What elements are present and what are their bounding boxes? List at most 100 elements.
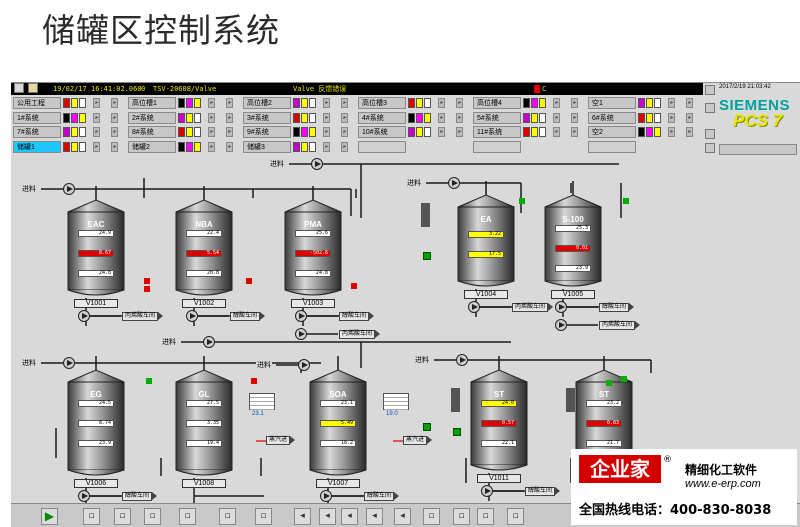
- tank-value[interactable]: 18.2: [320, 440, 356, 447]
- tank-value[interactable]: 19.4: [186, 440, 222, 447]
- area-scroll-icon[interactable]: ▸: [208, 98, 215, 108]
- tank-value[interactable]: 24.9: [78, 230, 114, 237]
- area-label[interactable]: 储罐2: [128, 140, 176, 153]
- area-scroll-icon[interactable]: ▸: [93, 98, 100, 108]
- transfer-pump[interactable]: [78, 310, 90, 322]
- area-scroll-icon[interactable]: ▸: [226, 127, 233, 137]
- area-scroll-icon[interactable]: ▸: [456, 112, 463, 123]
- area-scroll-icon[interactable]: ▸: [208, 141, 215, 152]
- tank-value[interactable]: 23.2: [586, 400, 622, 407]
- toolbar-button[interactable]: ▫: [144, 508, 161, 525]
- area-scroll-icon[interactable]: ▸: [208, 127, 215, 137]
- tank-value[interactable]: 8.67: [78, 250, 114, 257]
- tank-value[interactable]: 5.54: [186, 250, 222, 257]
- area-scroll-icon[interactable]: ▸: [111, 98, 118, 108]
- area-scroll-icon[interactable]: ▸: [93, 112, 100, 123]
- tank-value[interactable]: 22.1: [481, 440, 517, 447]
- toolbar-button[interactable]: ▶: [41, 508, 58, 525]
- area-scroll-icon[interactable]: ▸: [686, 127, 693, 137]
- tank-value[interactable]: 20.8: [186, 270, 222, 277]
- toolbar-button[interactable]: ◂: [294, 508, 311, 525]
- tank-value[interactable]: 25.3: [555, 225, 591, 232]
- area-button[interactable]: 3#系统▸▸: [243, 111, 356, 125]
- alarm-list-icon[interactable]: [28, 83, 38, 93]
- transfer-pump[interactable]: [186, 310, 198, 322]
- area-button[interactable]: 储罐3▸▸: [243, 140, 356, 154]
- area-button[interactable]: 4#系统▸▸: [358, 111, 471, 125]
- area-scroll-icon[interactable]: ▸: [323, 141, 330, 152]
- area-scroll-icon[interactable]: ▸: [571, 98, 578, 108]
- area-scroll-icon[interactable]: ▸: [323, 112, 330, 123]
- area-label[interactable]: 2#系统: [128, 111, 176, 124]
- area-scroll-icon[interactable]: ▸: [341, 127, 348, 137]
- area-label[interactable]: 储罐1: [13, 140, 61, 153]
- area-scroll-icon[interactable]: ▸: [456, 98, 463, 108]
- print-icon[interactable]: [705, 85, 715, 95]
- toolbar-button[interactable]: ◂: [341, 508, 358, 525]
- tank-value[interactable]: 8.74: [78, 420, 114, 427]
- area-scroll-icon[interactable]: ▸: [226, 141, 233, 152]
- area-button[interactable]: 储罐1▸▸: [13, 140, 126, 154]
- area-label[interactable]: 11#系统: [473, 126, 521, 138]
- area-label[interactable]: 1#系统: [13, 111, 61, 124]
- alarm-line[interactable]: 19/02/17 16:41:02.060 0 TSV-20608/Valve …: [11, 83, 703, 95]
- area-button[interactable]: 5#系统▸▸: [473, 111, 586, 125]
- tank-value[interactable]: 21.7: [586, 440, 622, 447]
- toolbar-button[interactable]: ▫: [477, 508, 494, 525]
- transfer-pump[interactable]: [295, 310, 307, 322]
- area-button[interactable]: 10#系统 ▸ ▸: [358, 126, 471, 139]
- transfer-pump[interactable]: [320, 490, 332, 502]
- tank-value[interactable]: 22.4: [186, 230, 222, 237]
- area-scroll-icon[interactable]: ▸: [668, 112, 675, 123]
- area-scroll-icon[interactable]: ▸: [668, 127, 675, 137]
- toolbar-button[interactable]: ▫: [507, 508, 524, 525]
- area-button[interactable]: 9#系统▸▸: [243, 126, 356, 139]
- tank-value[interactable]: 0.57: [481, 420, 517, 427]
- help-icon[interactable]: [705, 103, 715, 113]
- area-label[interactable]: 6#系统: [588, 111, 636, 124]
- tank-value[interactable]: 0.83: [586, 420, 622, 427]
- feed-pump[interactable]: [448, 177, 460, 189]
- tank-value[interactable]: 24.8: [295, 270, 331, 277]
- feed-pump[interactable]: [63, 183, 75, 195]
- area-label[interactable]: 8#系统: [128, 126, 176, 138]
- area-scroll-icon[interactable]: ▸: [553, 112, 560, 123]
- area-scroll-icon[interactable]: ▸: [341, 112, 348, 123]
- tank-value[interactable]: 5.49: [320, 420, 356, 427]
- area-scroll-icon[interactable]: ▸: [686, 112, 693, 123]
- toolbar-button[interactable]: ◂: [366, 508, 383, 525]
- area-scroll-icon[interactable]: ▸: [111, 112, 118, 123]
- tank-value[interactable]: 3.35: [186, 420, 222, 427]
- area-label[interactable]: 空1: [588, 97, 636, 109]
- toolbar-button[interactable]: ▫: [179, 508, 196, 525]
- area-label[interactable]: 高位槽4: [473, 97, 521, 109]
- toolbar-button[interactable]: ▫: [423, 508, 440, 525]
- area-scroll-icon[interactable]: ▸: [438, 98, 445, 108]
- area-scroll-icon[interactable]: ▸: [341, 98, 348, 108]
- area-label[interactable]: 10#系统: [358, 126, 406, 138]
- area-scroll-icon[interactable]: ▸: [226, 112, 233, 123]
- transfer-pump[interactable]: [295, 328, 307, 340]
- area-scroll-icon[interactable]: ▸: [456, 127, 463, 137]
- tank-value[interactable]: 24.5: [78, 400, 114, 407]
- keyboard-icon[interactable]: [705, 143, 715, 153]
- toolbar-button[interactable]: ▫: [114, 508, 131, 525]
- area-label[interactable]: 高位槽3: [358, 97, 406, 109]
- area-scroll-icon[interactable]: ▸: [323, 127, 330, 137]
- area-button[interactable]: 储罐2 ▸ ▸: [128, 140, 241, 154]
- area-scroll-icon[interactable]: ▸: [93, 141, 100, 152]
- area-scroll-icon[interactable]: ▸: [571, 112, 578, 123]
- area-button[interactable]: 高位槽4▸▸: [473, 97, 586, 110]
- area-scroll-icon[interactable]: ▸: [438, 127, 445, 137]
- area-scroll-icon[interactable]: ▸: [553, 127, 560, 137]
- area-button[interactable]: 7#系统▸▸: [13, 126, 126, 139]
- transfer-pump[interactable]: [78, 490, 90, 502]
- tank-value[interactable]: 23.9: [555, 265, 591, 272]
